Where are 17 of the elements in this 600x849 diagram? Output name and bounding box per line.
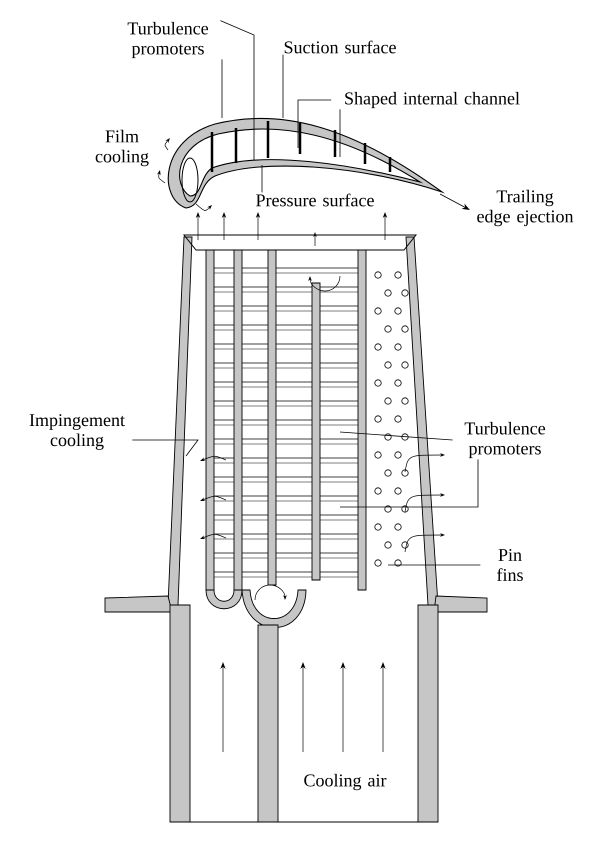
callout-label: Shaped internal channel <box>345 92 520 108</box>
leader-line <box>340 432 453 440</box>
callout-label: Suction surface <box>284 40 396 54</box>
callout-label: Turbulence promoters <box>464 422 546 458</box>
leader-line <box>298 100 332 148</box>
callout-label: Impingement cooling <box>30 414 125 450</box>
leader-line <box>220 20 254 160</box>
part-label: Trailing edge ejection <box>477 190 574 226</box>
leader-line <box>340 458 478 508</box>
callout-label: Turbulence promoters <box>128 22 208 58</box>
leader-line <box>388 564 481 566</box>
callout-label: Pin fins <box>497 548 523 582</box>
callout-label: Pressure surface <box>256 194 374 206</box>
leader-line <box>282 54 284 118</box>
part-label: Film cooling <box>96 130 149 166</box>
leader-line <box>132 440 199 456</box>
part-label: Cooling air <box>304 774 386 790</box>
